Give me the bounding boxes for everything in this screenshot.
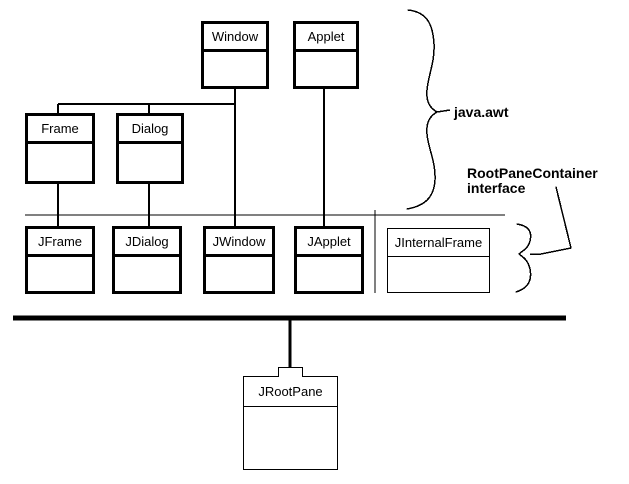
class-name-window: Window xyxy=(204,24,266,52)
internal-frame-brace xyxy=(515,223,532,293)
class-box-dialog[interactable]: Dialog xyxy=(116,113,184,184)
class-box-frame[interactable]: Frame xyxy=(25,113,95,184)
java-awt-leader xyxy=(436,109,451,113)
class-box-jrootpane[interactable]: JRootPane xyxy=(243,376,338,470)
class-box-japplet[interactable]: JApplet xyxy=(294,226,364,294)
class-members-jdialog xyxy=(115,257,179,291)
class-box-jframe[interactable]: JFrame xyxy=(25,226,95,294)
class-members-frame xyxy=(28,144,92,181)
class-name-japplet: JApplet xyxy=(297,229,361,257)
class-members-applet xyxy=(296,52,356,86)
class-name-jrootpane: JRootPane xyxy=(244,377,337,407)
class-members-dialog xyxy=(119,144,181,181)
interface-pointer-line xyxy=(540,186,572,255)
package-label-java-awt: java.awt xyxy=(454,104,509,120)
java-awt-brace xyxy=(406,9,438,210)
class-box-jwindow[interactable]: JWindow xyxy=(203,226,275,294)
class-name-applet: Applet xyxy=(296,24,356,52)
jrootpane-notch xyxy=(278,367,303,377)
class-name-jwindow: JWindow xyxy=(206,229,272,257)
class-name-frame: Frame xyxy=(28,116,92,144)
class-box-applet[interactable]: Applet xyxy=(293,21,359,89)
class-box-jdialog[interactable]: JDialog xyxy=(112,226,182,294)
class-members-jwindow xyxy=(206,257,272,291)
class-name-jframe: JFrame xyxy=(28,229,92,257)
class-box-jinternalframe[interactable]: JInternalFrame xyxy=(387,228,490,293)
interface-label-line2: interface xyxy=(467,180,526,196)
class-name-jdialog: JDialog xyxy=(115,229,179,257)
class-members-japplet xyxy=(297,257,361,291)
interface-label-rootpanecontainer: RootPaneContainer interface xyxy=(467,166,598,196)
class-members-jrootpane xyxy=(244,407,337,469)
class-box-window[interactable]: Window xyxy=(201,21,269,89)
interface-label-line1: RootPaneContainer xyxy=(467,165,598,181)
class-name-jinternalframe: JInternalFrame xyxy=(388,229,489,257)
class-name-dialog: Dialog xyxy=(119,116,181,144)
class-members-window xyxy=(204,52,266,86)
class-members-jinternalframe xyxy=(388,257,489,292)
class-members-jframe xyxy=(28,257,92,291)
